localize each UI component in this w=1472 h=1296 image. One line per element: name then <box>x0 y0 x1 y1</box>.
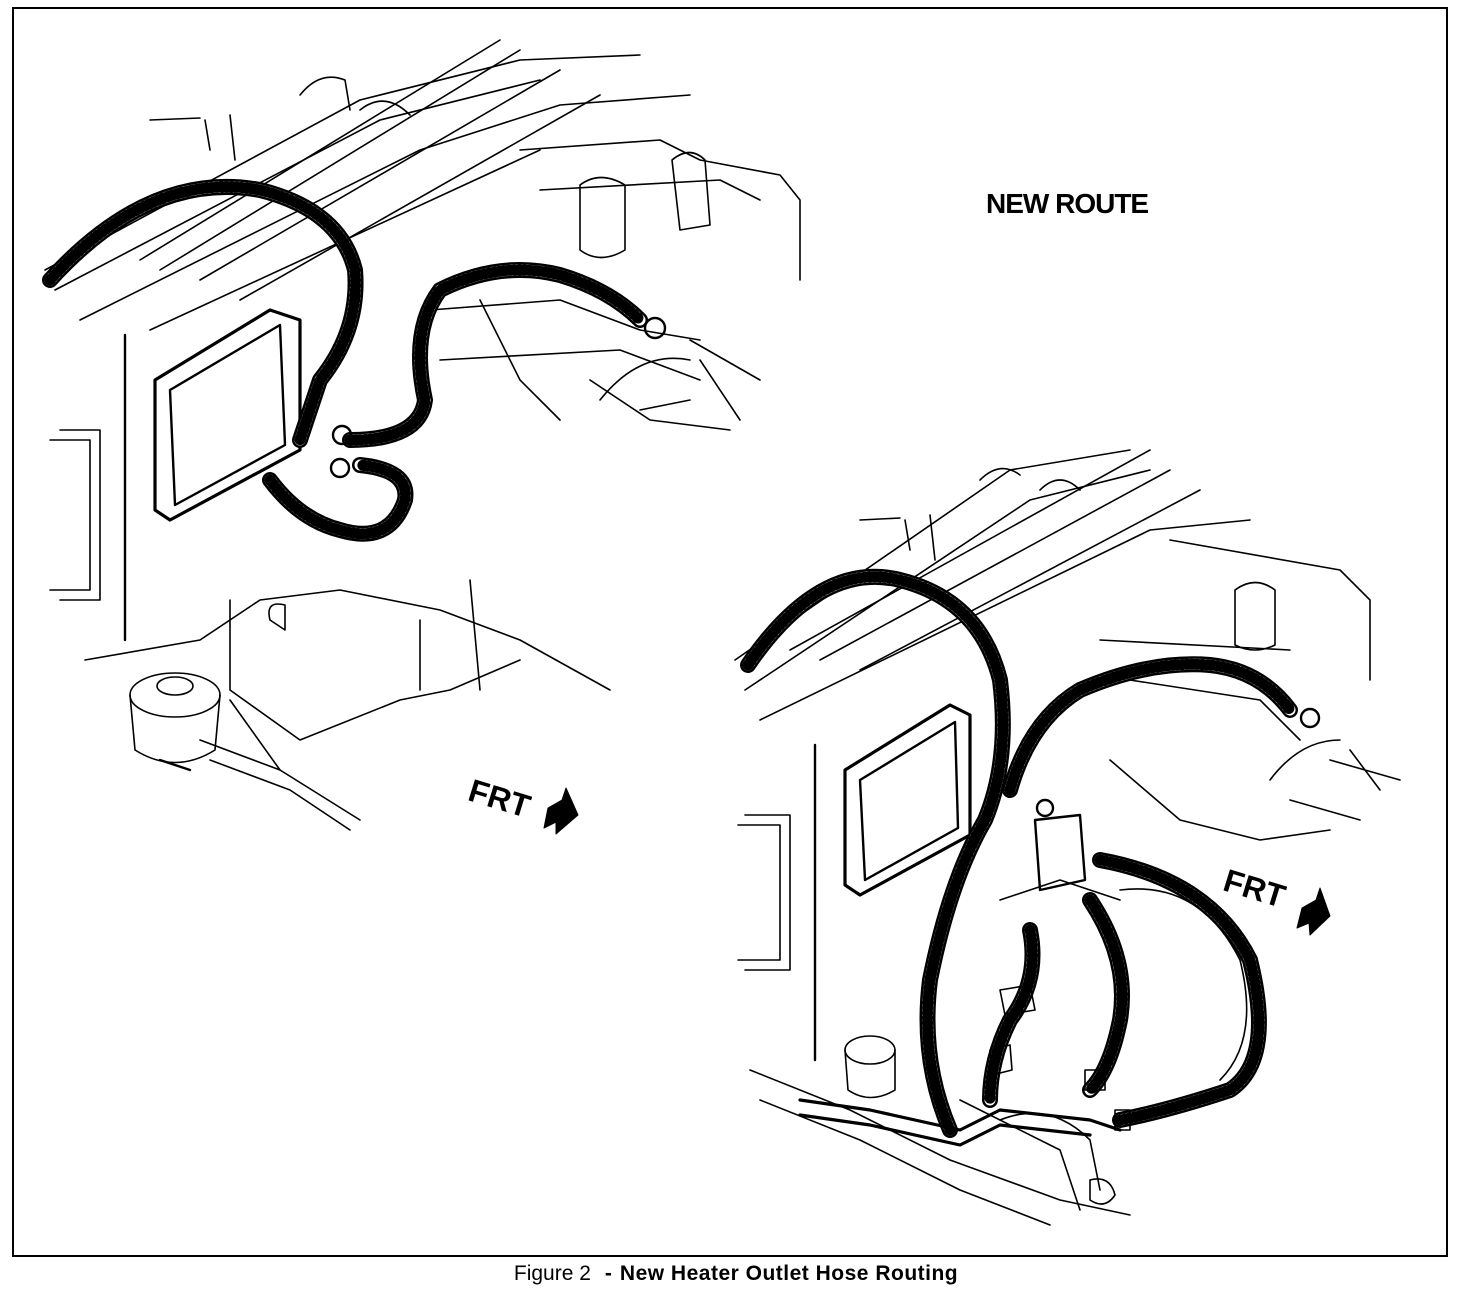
figure-frame <box>12 7 1448 1257</box>
front-arrow-right-icon <box>1296 887 1331 936</box>
figure-caption: Figure 2-New Heater Outlet Hose Routing <box>0 1262 1472 1286</box>
right-engine-view <box>734 449 1401 1226</box>
caption-title: New Heater Outlet Hose Routing <box>619 1262 959 1285</box>
new-route-label: NEW ROUTE <box>986 188 1149 219</box>
caption-separator: - <box>604 1262 612 1285</box>
front-arrow-left-icon <box>543 787 579 835</box>
left-engine-view <box>42 39 801 831</box>
caption-figure-number: Figure 2 <box>513 1262 591 1285</box>
